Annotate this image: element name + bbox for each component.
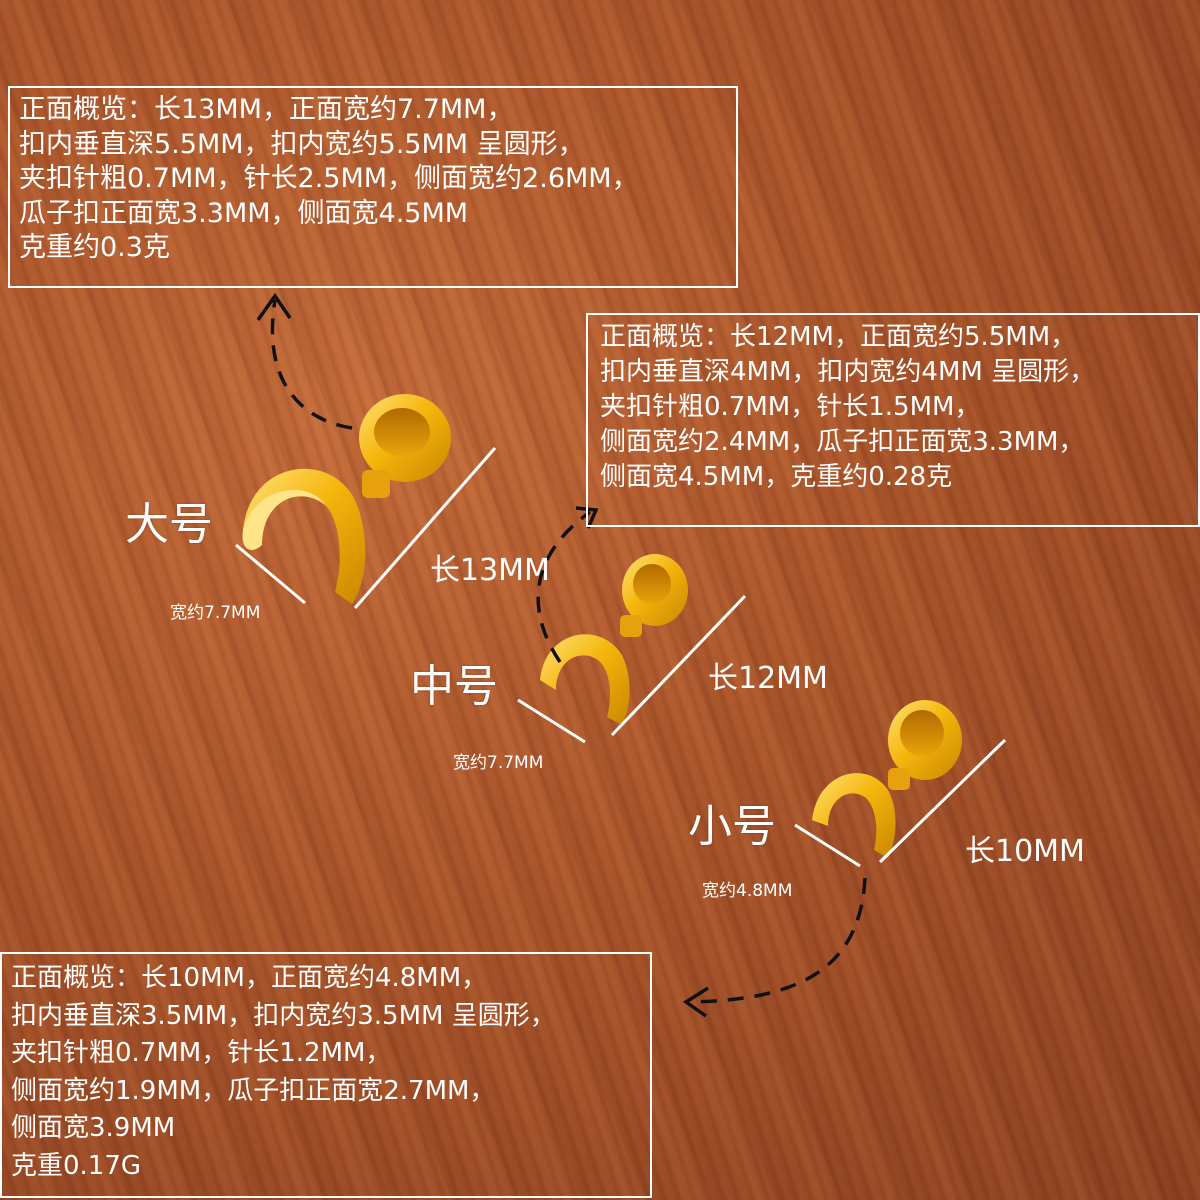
arrow-heads <box>256 292 709 1018</box>
spec-line: 夹扣针粗0.7MM，针长1.5MM， <box>600 392 981 422</box>
spec-line: 扣内垂直深5.5MM，扣内宽约5.5MM 呈圆形， <box>19 128 585 160</box>
medium-size-label: 中号 <box>410 661 498 712</box>
spec-line: 瓜子扣正面宽3.3MM，侧面宽4.5MM <box>19 197 469 229</box>
small-size-label: 小号 <box>688 801 776 852</box>
medium-length-label: 长12MM <box>708 661 828 696</box>
spec-line: 正面概览：长12MM，正面宽约5.5MM， <box>600 322 1077 352</box>
small-bail <box>812 700 962 858</box>
small-spec-box: 正面概览：长10MM，正面宽约4.8MM， 扣内垂直深3.5MM，扣内宽约3.5… <box>0 952 652 1198</box>
spec-line: 夹扣针粗0.7MM，针长2.5MM，侧面宽约2.6MM， <box>19 163 639 194</box>
pointer-arrows <box>270 299 867 1004</box>
small-length-label: 长10MM <box>965 834 1085 869</box>
spec-line: 侧面宽约2.4MM，瓜子扣正面宽3.3MM， <box>600 427 1085 457</box>
large-length-label: 长13MM <box>430 553 550 588</box>
spec-line: 克重0.17G <box>11 1150 142 1181</box>
large-spec-box: 正面概览：长13MM，正面宽约7.7MM， 扣内垂直深5.5MM，扣内宽约5.5… <box>8 86 738 288</box>
small-width-label: 宽约4.8MM <box>702 881 793 901</box>
spec-line: 正面概览：长13MM，正面宽约7.7MM， <box>19 94 514 125</box>
medium-spec-box: 正面概览：长12MM，正面宽约5.5MM， 扣内垂直深4MM，扣内宽约4MM 呈… <box>586 313 1200 527</box>
spec-line: 扣内垂直深3.5MM，扣内宽约3.5MM 呈圆形， <box>11 1000 556 1031</box>
medium-width-label: 宽约7.7MM <box>453 753 544 773</box>
spec-line: 夹扣针粗0.7MM，针长1.2MM， <box>11 1038 392 1068</box>
large-size-label: 大号 <box>125 499 213 550</box>
spec-line: 侧面宽4.5MM，克重约0.28克 <box>600 462 953 492</box>
spec-line: 克重约0.3克 <box>19 232 170 263</box>
spec-line: 侧面宽3.9MM <box>11 1113 176 1143</box>
large-width-label: 宽约7.7MM <box>170 603 261 623</box>
spec-line: 扣内垂直深4MM，扣内宽约4MM 呈圆形， <box>600 357 1096 387</box>
spec-line: 侧面宽约1.9MM，瓜子扣正面宽2.7MM， <box>11 1075 496 1106</box>
large-bail <box>242 394 451 604</box>
medium-bail <box>540 554 688 725</box>
measurement-lines <box>235 447 1007 868</box>
spec-line: 正面概览：长10MM，正面宽约4.8MM， <box>11 963 488 993</box>
